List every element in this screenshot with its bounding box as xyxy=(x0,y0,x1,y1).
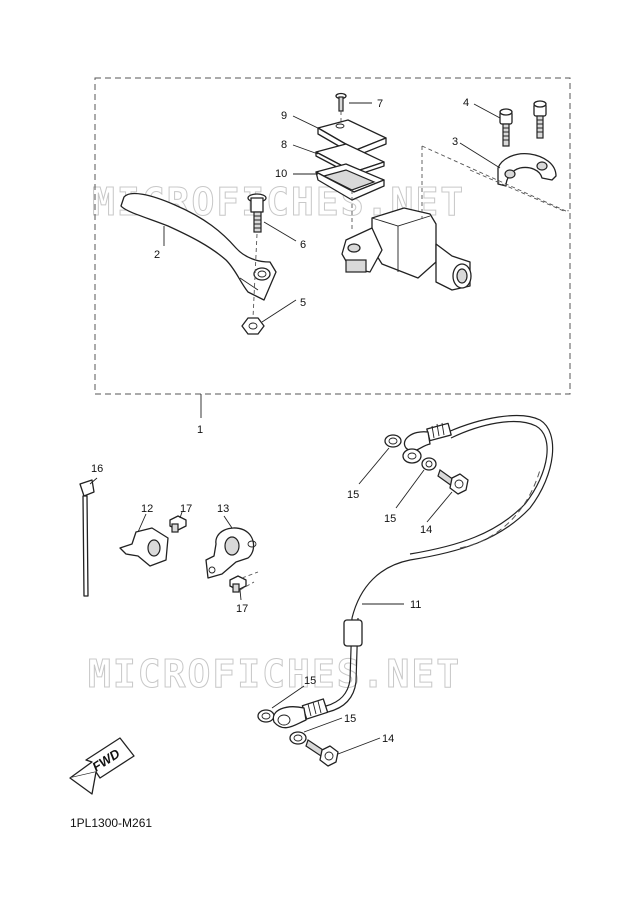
washer-lower-1[interactable] xyxy=(257,709,275,723)
washer-lower-2[interactable] xyxy=(289,731,307,745)
upper-banjo[interactable] xyxy=(403,431,431,452)
callout-4: 4 xyxy=(463,97,469,109)
callout-labels: 1 2 3 4 5 6 7 8 9 10 11 12 13 14 14 15 1… xyxy=(91,97,469,745)
callout-14b: 14 xyxy=(382,733,394,745)
lever-nut[interactable] xyxy=(241,317,265,335)
callout-15b: 15 xyxy=(384,513,396,525)
brake-lever[interactable] xyxy=(120,192,277,301)
brake-hose[interactable] xyxy=(301,414,554,720)
callout-14a: 14 xyxy=(420,524,432,536)
callout-15a: 15 xyxy=(347,489,359,501)
callout-12: 12 xyxy=(141,503,153,515)
callout-11: 11 xyxy=(410,599,421,611)
callout-13: 13 xyxy=(217,503,229,515)
callout-5: 5 xyxy=(300,297,306,309)
cable-tie[interactable] xyxy=(79,479,95,597)
washer-upper-1[interactable] xyxy=(384,434,402,448)
hose-guide-bracket[interactable] xyxy=(119,527,169,567)
callout-1: 1 xyxy=(197,424,203,436)
pivot-bolt[interactable] xyxy=(247,193,267,233)
banjo-bolt-lower[interactable] xyxy=(305,739,339,767)
lower-banjo[interactable] xyxy=(272,706,307,729)
callout-6: 6 xyxy=(300,239,306,251)
assembly-boundary xyxy=(94,77,571,395)
watermark-bottom: MICROFICHES.NET xyxy=(88,652,461,696)
washer-upper-2[interactable] xyxy=(402,448,422,464)
callout-9: 9 xyxy=(281,110,287,122)
clamp-bolt-1[interactable] xyxy=(499,108,513,147)
callout-16: 16 xyxy=(91,463,103,475)
bracket-bolt[interactable] xyxy=(169,515,187,533)
callout-2: 2 xyxy=(154,249,160,261)
diaphragm[interactable] xyxy=(315,163,385,201)
callout-8: 8 xyxy=(281,139,287,151)
callout-17b: 17 xyxy=(236,603,248,615)
clamp-bolt-2[interactable] xyxy=(533,100,547,139)
callout-7: 7 xyxy=(377,98,383,110)
handlebar-clamp[interactable] xyxy=(497,152,557,187)
callout-3: 3 xyxy=(452,136,458,148)
callout-15c: 15 xyxy=(304,675,316,687)
fwd-arrow-icon: FWD xyxy=(69,737,135,795)
diagram-code: 1PL1300-M261 xyxy=(70,816,153,830)
leader-lines xyxy=(89,102,501,755)
washer-upper-3[interactable] xyxy=(421,457,437,471)
reservoir-cap[interactable] xyxy=(317,119,387,157)
cap-screw[interactable] xyxy=(335,92,347,112)
callout-10: 10 xyxy=(275,168,287,180)
banjo-bolt-upper[interactable] xyxy=(437,469,469,495)
callout-17a: 17 xyxy=(180,503,192,515)
clamp-bolt-small[interactable] xyxy=(229,575,247,593)
master-cylinder-body[interactable] xyxy=(341,207,472,291)
hose-clamp[interactable] xyxy=(205,527,257,579)
callout-15d: 15 xyxy=(344,713,356,725)
